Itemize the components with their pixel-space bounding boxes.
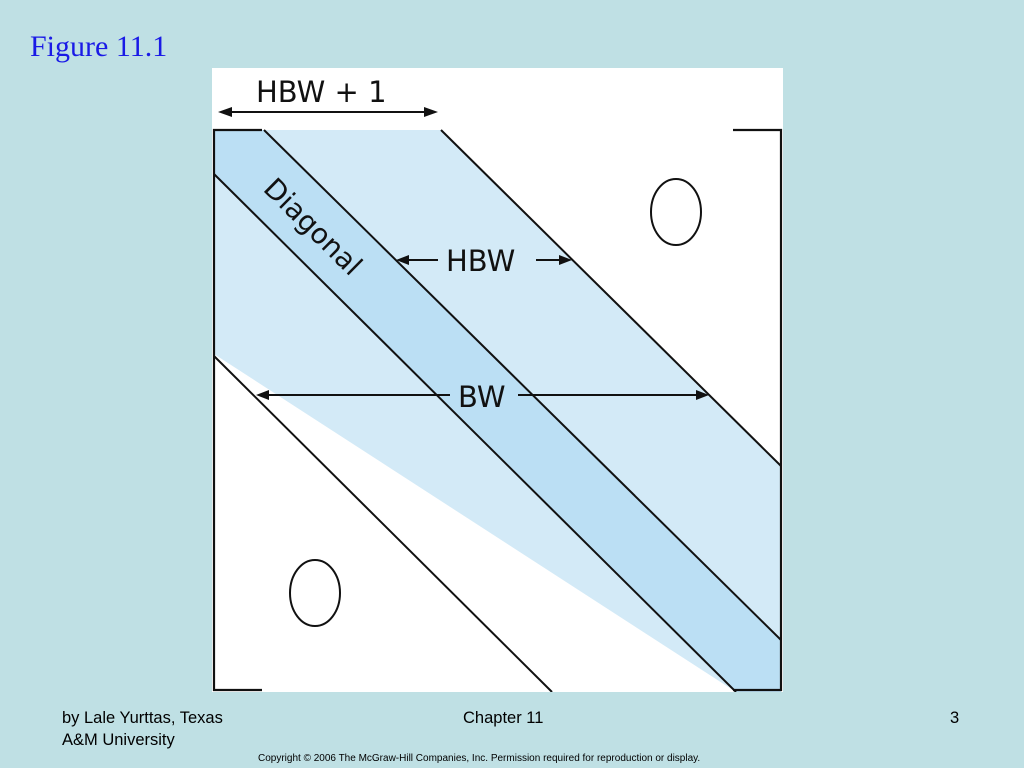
footer-author-line2: A&M University [62,731,175,749]
hbw-label: HBW [446,244,515,278]
slide-title: Figure 11.1 [30,30,168,63]
footer-author-line1: by Lale Yurttas, Texas [62,709,223,727]
band-lower-edge [213,355,553,692]
matrix-right-bracket [733,128,783,692]
bw-label: BW [458,380,506,414]
band-upper-edge [440,129,782,467]
footer-copyright: Copyright © 2006 The McGraw-Hill Compani… [258,753,701,764]
bw-arrow [256,390,709,400]
diagonal-upper-edge [263,129,782,641]
diagonal-lower-edge [213,173,737,692]
hbw-plus-one-arrow [218,107,438,117]
band-matrix-figure: HBW + 1 Diagonal HBW BW [212,68,783,692]
footer-author: by Lale Yurttas, Texas A&M University [62,707,302,751]
diagonal-strip [214,130,781,692]
hbw-arrow [396,255,572,265]
footer-chapter: Chapter 11 [463,709,544,727]
footer-page-number: 3 [950,709,960,727]
lower-zero-oval [289,559,341,627]
matrix-left-bracket [212,128,262,692]
upper-zero-oval [650,178,702,246]
hbw-plus-one-label: HBW + 1 [256,75,387,109]
